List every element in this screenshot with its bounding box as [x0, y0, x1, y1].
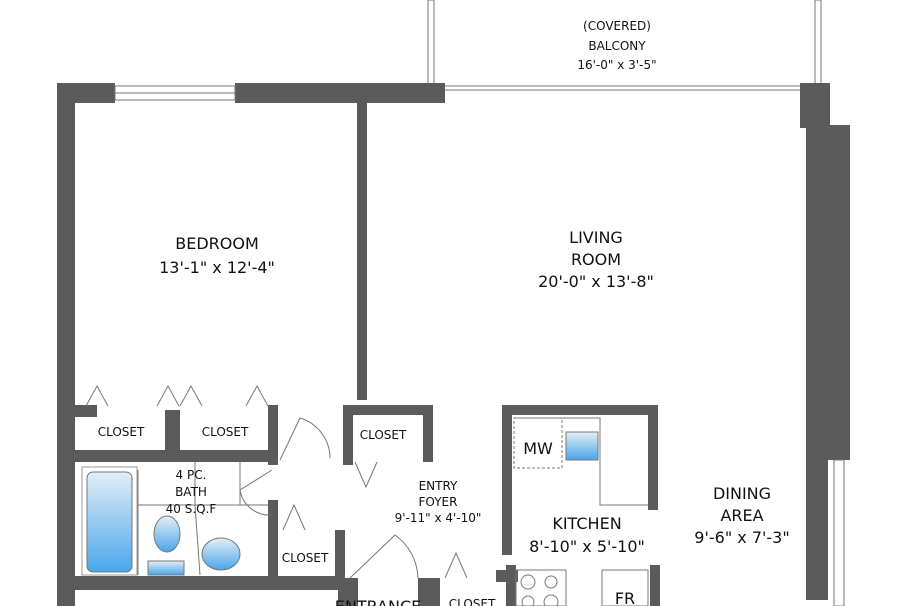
closet-bed-left-label: CLOSET	[98, 425, 145, 439]
foyer-label-2: FOYER	[419, 495, 458, 509]
toilet	[153, 515, 181, 553]
dining-dims: 9'-6" x 7'-3"	[694, 528, 789, 547]
kitchen-sink	[565, 431, 599, 461]
kitchen-label: KITCHEN	[552, 514, 621, 533]
kitchen-dims: 8'-10" x 5'-10"	[529, 537, 645, 556]
dining-label-2: AREA	[720, 506, 763, 525]
windows	[114, 85, 845, 606]
balcony-dims: 16'-0" x 3'-5"	[577, 58, 656, 72]
kitchen-fixtures	[513, 417, 649, 606]
bedroom-dims: 13'-1" x 12'-4"	[159, 258, 275, 277]
closet-hall-label: CLOSET	[360, 428, 407, 442]
microwave-label: MW	[523, 439, 553, 458]
stove	[515, 569, 567, 606]
living-label-1: LIVING	[569, 228, 623, 247]
foyer-label-1: ENTRY	[419, 479, 458, 493]
closet-bath-side-label: CLOSET	[282, 551, 329, 565]
foyer-dims: 9'-11" x 4'-10"	[395, 511, 482, 525]
closet-bed-right-label: CLOSET	[202, 425, 249, 439]
bath-fixtures	[81, 462, 268, 576]
dining-label-1: DINING	[713, 484, 771, 503]
closet-entrance-label: CLOSET	[449, 597, 496, 606]
bath-label-1: 4 PC.	[176, 468, 207, 482]
bath-label-3: 40 S.Q.F	[166, 502, 217, 516]
balcony-label-2: BALCONY	[588, 39, 646, 53]
bedroom-label: BEDROOM	[175, 234, 259, 253]
living-dims: 20'-0" x 13'-8"	[538, 272, 654, 291]
door-swings	[85, 384, 468, 579]
walls	[57, 83, 850, 606]
bath-label-2: BATH	[175, 485, 207, 499]
fridge	[601, 569, 649, 606]
living-label-2: ROOM	[571, 250, 621, 269]
fridge-label: FR	[615, 589, 635, 606]
balcony-label-1: (COVERED)	[583, 19, 651, 33]
entrance-label: ENTRANCE	[335, 597, 422, 606]
sink	[201, 537, 241, 571]
bathtub	[86, 471, 133, 573]
